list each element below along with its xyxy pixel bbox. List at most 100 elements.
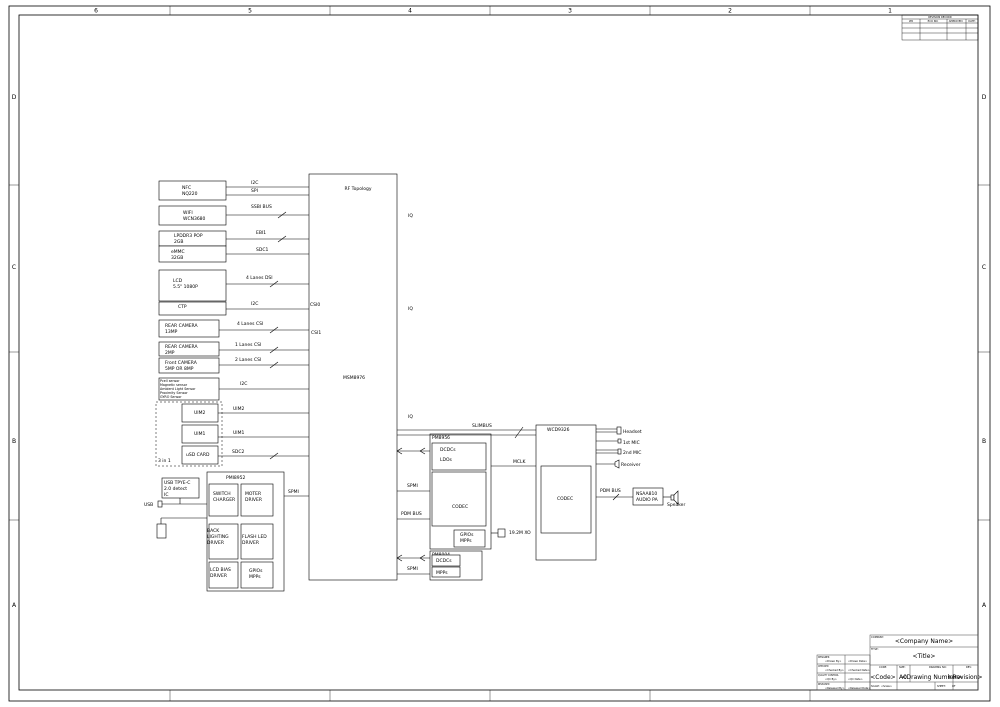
left-buses	[218, 186, 309, 497]
receiver-icon	[614, 459, 620, 469]
wifi-part: WCN3680	[183, 216, 206, 222]
revision-title: REVISION RECORD	[928, 15, 951, 19]
emmc-label: eMMC	[171, 249, 185, 255]
pm8956-dcdc-label: DCDCs	[440, 447, 456, 453]
revision-header: LTR	[909, 19, 914, 23]
row-label: D	[12, 94, 17, 101]
wcd-title: WCD9326	[547, 427, 570, 433]
usb-typec-label: USB TPYE-C	[164, 480, 190, 486]
drawing-number-value: <Drawing Number>	[901, 674, 962, 681]
sensor-block: Pcell sensor Magnetic sensor Ambient Lig…	[158, 377, 220, 401]
motor-driver-label: DRIVER	[245, 497, 262, 503]
scale-value: <Scale>	[881, 684, 892, 688]
bus-label: SPMI	[288, 489, 299, 495]
soc-rf-label: RF Topology	[344, 186, 371, 192]
ctp-label: CTP	[178, 304, 187, 310]
revision-table: REVISION RECORD LTR ECO NO: APPROVED: DA…	[901, 14, 979, 41]
bus-label: EBI1	[256, 230, 266, 236]
switch-charger-label: CHARGER	[213, 497, 235, 503]
mic-icon	[617, 448, 622, 455]
sheet-value: OF	[952, 684, 956, 688]
code-value: <Code>	[870, 674, 895, 681]
qc-caption: QUALITY CONTROL	[818, 674, 840, 677]
scale-caption: SCALE:	[871, 684, 880, 688]
usb-typec-label: IC	[164, 492, 168, 498]
backlight-driver-label: LIGHTING	[207, 534, 229, 540]
bus-label: 2 Lanes CSI	[235, 357, 261, 363]
company-caption: COMPANY:	[871, 635, 884, 639]
rear-camera-label: REAR CAMERA	[165, 323, 198, 329]
sheet-caption: SHEET:	[937, 684, 946, 688]
lcd-spec: 5.5" 1080P	[173, 284, 198, 290]
qc-date: <QC Date>	[848, 677, 863, 681]
backlight-driver-label: BACK	[207, 528, 220, 534]
rear-camera-spec: 13MP	[165, 329, 178, 335]
pm8956-block: PM8956 DCDCs LDOs CODEC GPIOs MPPs	[429, 433, 492, 550]
pmi-title: PMI8952	[226, 475, 246, 481]
bus-label: UIM1	[233, 430, 245, 436]
lcd-block: LCD 5.5" 1080P	[158, 269, 227, 302]
lcd-bias-label: DRIVER	[210, 573, 227, 579]
three-in-one-group	[155, 401, 223, 467]
bus-label: 1 Lanes CSI	[235, 342, 261, 348]
headset-jack-icon	[616, 426, 622, 435]
row-label: D	[982, 94, 987, 101]
emmc-size: 32GB	[171, 255, 183, 261]
wifi-block: WIFI WCN3680	[158, 205, 227, 226]
qc-by: <QC By>	[825, 677, 837, 681]
wcd-codec-label: CODEC	[557, 496, 573, 502]
pmi8952-block: PMI8952 SWITCH CHARGER MOTER DRIVER BACK…	[206, 471, 285, 592]
drawing-number-caption: DRAWING NO:	[929, 665, 947, 669]
row-label: A	[982, 602, 987, 609]
checked-caption: CHECKED	[818, 665, 829, 668]
usd-card-block: uSD CARD	[181, 445, 219, 465]
bus-label: MCLK	[513, 459, 527, 465]
code-caption: CODE:	[879, 665, 887, 669]
column-label: 1	[888, 8, 892, 15]
column-dividers	[9, 6, 990, 701]
nfc-part: NQ220	[182, 191, 198, 197]
sensor-item: Pcell sensor	[160, 379, 180, 383]
sensor-item: Ambient Light Sensor	[160, 387, 196, 391]
usb-typec-block: USB TPYE-C 2.0 detect IC	[161, 477, 200, 499]
bus-label: 4 Lanes CSI	[237, 321, 263, 327]
bus-label: SDC2	[232, 449, 244, 455]
pm8004-mpp-label: MPPs	[436, 570, 448, 576]
rear-camera-2mp-block: REAR CAMERA 2MP	[158, 341, 220, 357]
mic-icon	[617, 438, 622, 444]
column-label: 5	[248, 8, 252, 15]
front-camera-label: Front CAMERA	[165, 360, 198, 366]
lpddr-size: 2GB	[174, 239, 183, 245]
row-label: B	[12, 438, 16, 445]
audio-pa-block: NSAA810 AUDIO PA	[632, 487, 664, 506]
lcd-label: LCD	[173, 278, 183, 284]
emmc-block: eMMC 32GB	[158, 245, 227, 263]
iq-label: IQ	[408, 306, 413, 312]
row-label: C	[982, 264, 986, 271]
right-buses	[396, 426, 633, 575]
soc-csi0-label: CSI0	[310, 302, 320, 308]
drawing-title: <Title>	[913, 653, 936, 660]
audio-pa-label: NSAA810	[636, 491, 657, 497]
title-block: COMPANY: <Company Name> TITLE: <Title> C…	[816, 634, 983, 691]
speaker-icon	[670, 490, 679, 505]
iq-lines: IQ IQ IQ	[408, 213, 413, 420]
bus-label: SPI	[251, 188, 258, 194]
flash-driver-label: FLASH LED	[242, 534, 267, 540]
bus-label: I2C	[240, 381, 247, 387]
left-bus-labels: I2C SPI SSBI BUS EBI1 SDC1 4 Lanes DSI I…	[232, 180, 299, 495]
right-bus-labels: SLIMBUS MCLK SPMI PDM BUS SPMI PDM BUS	[401, 423, 621, 572]
front-camera-block: Front CAMERA 5MP OR 8MP	[158, 357, 220, 374]
bus-label: UIM2	[233, 406, 245, 412]
pm8956-title: PM8956	[432, 435, 450, 441]
rear-camera-label: REAR CAMERA	[165, 344, 198, 350]
rev-caption: REV:	[966, 665, 972, 669]
bus-label: SLIMBUS	[472, 423, 492, 429]
column-label: 4	[408, 8, 412, 15]
pm8956-gpio-label: MPPs	[460, 538, 472, 544]
revision-value: <Revision>	[947, 674, 982, 681]
title-caption: TITLE:	[871, 647, 879, 651]
flash-driver-label: DRIVER	[242, 540, 259, 546]
designer-caption: DESIGNER	[818, 656, 830, 659]
